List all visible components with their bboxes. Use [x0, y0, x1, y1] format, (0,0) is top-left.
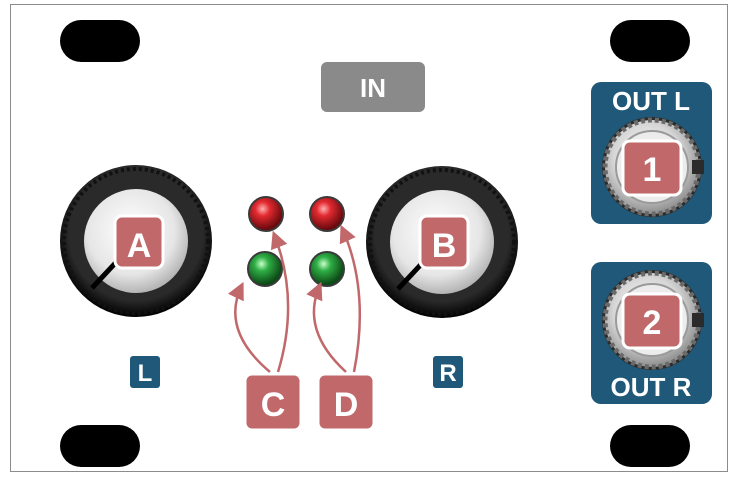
- out-r-label: OUT R: [611, 372, 692, 402]
- led-right-green: [309, 251, 345, 287]
- callout-a: A: [113, 214, 165, 270]
- mounting-slot-top-right: [610, 20, 690, 62]
- callout-2-label: 2: [643, 304, 662, 342]
- led-left-green: [247, 251, 283, 287]
- callout-d-label: D: [334, 386, 359, 424]
- mounting-slot-top-left: [60, 20, 140, 62]
- channel-l-label-box: L: [130, 356, 160, 388]
- callout-b-label: B: [432, 227, 457, 265]
- callout-c-label: C: [261, 386, 286, 424]
- in-label: IN: [360, 73, 386, 103]
- out-l-label: OUT L: [612, 86, 690, 116]
- callout-b: B: [418, 214, 470, 270]
- callout-2: 2: [621, 292, 683, 350]
- mounting-slot-bottom-left: [60, 425, 140, 467]
- led-left-red: [248, 196, 284, 232]
- callout-arrows: [227, 224, 362, 373]
- led-right-red: [309, 196, 345, 232]
- callout-1-label: 1: [643, 151, 662, 189]
- callout-d: D: [316, 372, 376, 432]
- callout-1: 1: [621, 139, 683, 197]
- callout-c: C: [243, 372, 303, 432]
- channel-l-label: L: [138, 360, 153, 387]
- channel-r-label: R: [439, 360, 456, 387]
- channel-r-label-box: R: [433, 356, 463, 388]
- in-label-box: IN: [321, 62, 425, 112]
- mounting-slot-bottom-right: [610, 425, 690, 467]
- callout-a-label: A: [127, 227, 152, 265]
